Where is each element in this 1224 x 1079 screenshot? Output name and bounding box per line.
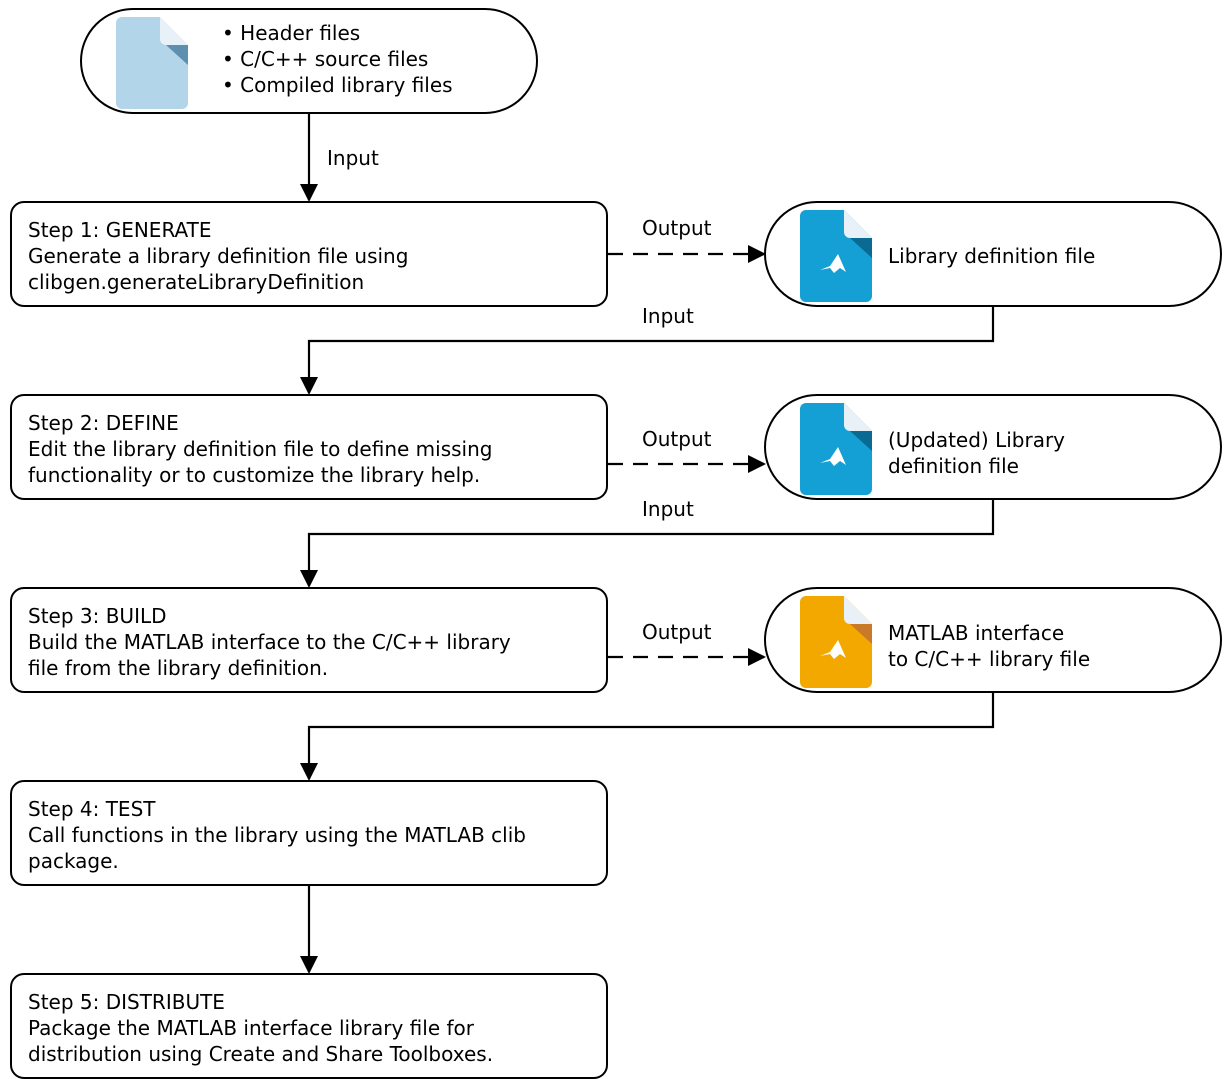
source-file-icon	[116, 17, 188, 109]
step-description: Call functions in the library using the …	[28, 823, 526, 847]
input-item-source-files: • C/C++ source files	[222, 47, 429, 71]
step4-test-box: Step 4: TEST Call functions in the libra…	[10, 780, 608, 886]
step2-define-box: Step 2: DEFINE Edit the library definiti…	[10, 394, 608, 500]
output-text-line: definition file	[888, 454, 1019, 478]
output-text-line: Library definition file	[888, 244, 1096, 268]
output-label-1: Output	[642, 216, 712, 240]
input-label-3: Input	[642, 497, 694, 521]
step-title: Step 5: DISTRIBUTE	[28, 990, 225, 1014]
output-label-2: Output	[642, 427, 712, 451]
step-title: Step 4: TEST	[28, 797, 156, 821]
input-file-list: • Header files • C/C++ source files • Co…	[222, 20, 453, 98]
step-description: file from the library definition.	[28, 656, 329, 680]
input-label-2: Input	[642, 304, 694, 328]
output-updated-definition-node: (Updated) Library definition file	[764, 394, 1222, 500]
output-text-line: (Updated) Library	[888, 428, 1066, 452]
input-item-header-files: • Header files	[222, 21, 361, 45]
input-files-node: • Header files • C/C++ source files • Co…	[80, 8, 538, 114]
output-text-line: to C/C++ library file	[888, 647, 1091, 671]
step3-build-box: Step 3: BUILD Build the MATLAB interface…	[10, 587, 608, 693]
step-description: Edit the library definition file to defi…	[28, 437, 493, 461]
step-description: package.	[28, 849, 119, 873]
step-title: Step 1: GENERATE	[28, 218, 212, 242]
input-item-library-files: • Compiled library files	[222, 73, 453, 97]
output-label: MATLAB interface to C/C++ library file	[888, 620, 1090, 672]
step-description: Package the MATLAB interface library fil…	[28, 1016, 474, 1040]
step-description: functionality or to customize the librar…	[28, 463, 481, 487]
matlab-file-icon	[800, 210, 872, 302]
matlab-file-icon	[800, 596, 872, 688]
matlab-file-icon	[800, 403, 872, 495]
output-label: Library definition file	[888, 243, 1095, 269]
step-title: Step 2: DEFINE	[28, 411, 179, 435]
step-title: Step 3: BUILD	[28, 604, 167, 628]
step-description: Generate a library definition file using	[28, 244, 409, 268]
output-label: (Updated) Library definition file	[888, 427, 1065, 479]
output-matlab-interface-node: MATLAB interface to C/C++ library file	[764, 587, 1222, 693]
output2-to-step3-arrow	[300, 500, 995, 588]
step5-distribute-box: Step 5: DISTRIBUTE Package the MATLAB in…	[10, 973, 608, 1079]
input-label-1: Input	[327, 146, 379, 170]
step1-generate-box: Step 1: GENERATE Generate a library defi…	[10, 201, 608, 307]
output-text-line: MATLAB interface	[888, 621, 1065, 645]
output1-to-step2-arrow	[300, 307, 995, 395]
output-label-3: Output	[642, 620, 712, 644]
step-description: Build the MATLAB interface to the C/C++ …	[28, 630, 511, 654]
output-library-definition-node: Library definition file	[764, 201, 1222, 307]
step-description: distribution using Create and Share Tool…	[28, 1042, 494, 1066]
step-description: clibgen.generateLibraryDefinition	[28, 270, 365, 294]
output3-to-step4-arrow	[300, 693, 995, 781]
